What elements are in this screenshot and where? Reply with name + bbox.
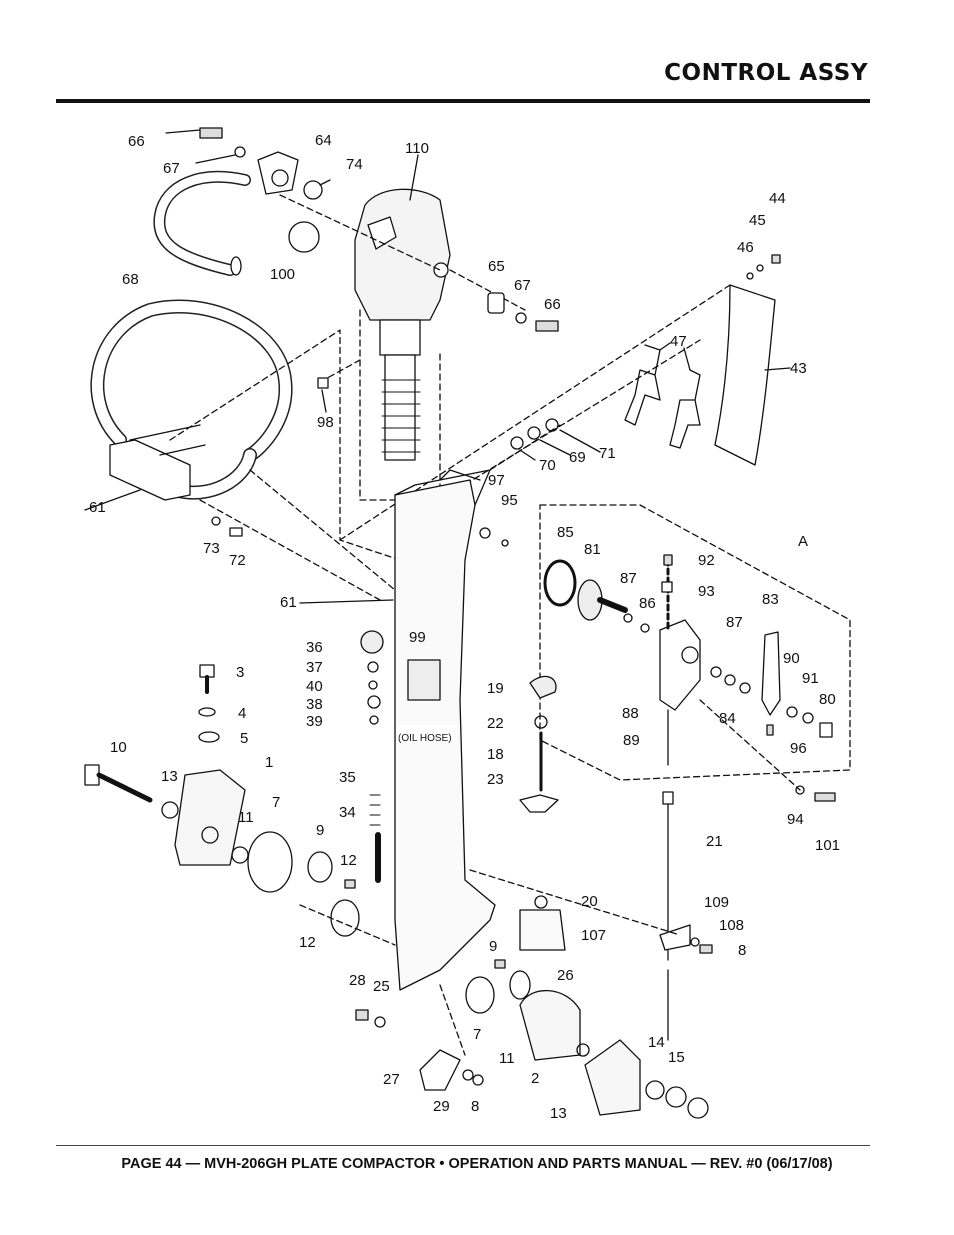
callout-73: 73 <box>203 540 220 557</box>
callout-107: 109 <box>704 894 729 911</box>
callout-7b: 11 <box>499 1050 515 1067</box>
callout-28: 25 <box>373 978 390 995</box>
callout-4: 4 <box>238 705 246 722</box>
oil-hose-note: (OIL HOSE) <box>398 733 452 744</box>
callout-13a: 13 <box>161 768 178 785</box>
callout-37: 37 <box>306 659 323 676</box>
callout-34: 34 <box>339 804 356 821</box>
callout-96: 94 <box>787 811 804 828</box>
callout-2: 13 <box>550 1105 567 1122</box>
header-rule <box>56 99 870 103</box>
callout-74: 74 <box>346 156 363 173</box>
callout-89: 96 <box>790 740 807 757</box>
callout-47: 47 <box>670 333 687 350</box>
callout-95: 95 <box>501 492 518 509</box>
callout-64: 64 <box>315 132 332 149</box>
callout-8b: 7 <box>473 1026 481 1043</box>
callout-43: 43 <box>790 360 807 377</box>
callout-12a: 12 <box>340 852 357 869</box>
callout-14: 15 <box>668 1049 685 1066</box>
callout-68: 68 <box>122 271 139 288</box>
callout-94: 101 <box>815 837 840 854</box>
callout-65: 65 <box>488 258 505 275</box>
callout-group-a: A <box>798 533 808 550</box>
callout-19: 19 <box>487 680 504 697</box>
callout-11a: 11 <box>238 809 254 826</box>
callout-87c: 90 <box>783 650 800 667</box>
callout-93: 93 <box>698 583 715 600</box>
callout-29: 8 <box>471 1098 479 1115</box>
callout-22: 22 <box>487 715 504 732</box>
group-a-outline <box>539 504 851 781</box>
callout-109: 108 <box>719 917 744 934</box>
callout-84: 89 <box>623 732 640 749</box>
callout-100: 100 <box>270 266 295 283</box>
callout-81: 81 <box>584 541 601 558</box>
callout-26: 28 <box>349 972 366 989</box>
callout-12b: 9 <box>489 938 497 955</box>
callout-5: 5 <box>240 730 248 747</box>
callout-35: 35 <box>339 769 356 786</box>
callout-87b: 87 <box>726 614 743 631</box>
callout-98: 98 <box>317 414 334 431</box>
callout-25: 27 <box>383 1071 400 1088</box>
callout-39: 39 <box>306 713 323 730</box>
callout-46: 46 <box>737 239 754 256</box>
page-footer: PAGE 44 — MVH-206GH PLATE COMPACTOR • OP… <box>121 1156 833 1172</box>
callout-80: 88 <box>622 705 639 722</box>
callout-69: 69 <box>569 449 586 466</box>
callout-36: 36 <box>306 639 323 656</box>
callout-66: 66 <box>128 133 145 150</box>
callout-108: 8 <box>738 942 746 959</box>
callout-40: 40 <box>306 678 323 695</box>
callout-3: 3 <box>236 664 244 681</box>
callout-38: 38 <box>306 696 323 713</box>
callout-10: 10 <box>110 739 127 756</box>
callout-70: 70 <box>539 457 556 474</box>
callout-67b: 67 <box>514 277 531 294</box>
callout-91: 80 <box>819 691 836 708</box>
callout-110: 110 <box>405 140 429 157</box>
control-head <box>354 188 451 321</box>
callout-72: 72 <box>229 552 246 569</box>
footer-rule <box>56 1145 870 1146</box>
callout-21: 20 <box>581 893 598 910</box>
callout-13b: 14 <box>648 1034 665 1051</box>
callout-92: 92 <box>698 552 715 569</box>
callout-45: 45 <box>749 212 766 229</box>
callout-11b: 2 <box>531 1070 539 1087</box>
callout-66b: 66 <box>544 296 561 313</box>
callout-23: 23 <box>487 771 504 788</box>
callout-9a: 9 <box>316 822 324 839</box>
callout-86: 86 <box>639 595 656 612</box>
callout-7a: 7 <box>272 794 280 811</box>
callout-61b: 61 <box>280 594 297 611</box>
callout-101: 21 <box>706 833 723 850</box>
callout-97: 97 <box>488 472 505 489</box>
callout-8a: 12 <box>299 934 316 951</box>
callout-9b: 26 <box>557 967 574 984</box>
callout-44: 44 <box>769 190 786 207</box>
callout-67: 67 <box>163 160 180 177</box>
page-title: CONTROL ASSY <box>664 60 868 86</box>
callout-27: 29 <box>433 1098 450 1115</box>
callout-18: 18 <box>487 746 504 763</box>
callout-20: 107 <box>581 927 606 944</box>
callout-83: 83 <box>762 591 779 608</box>
callout-1: 1 <box>265 754 273 771</box>
callout-61a: 61 <box>89 499 106 516</box>
callout-99: 99 <box>409 629 426 646</box>
callout-85: 85 <box>557 524 574 541</box>
callout-88: 84 <box>719 710 736 727</box>
cover-plate <box>714 284 776 466</box>
callout-87a: 87 <box>620 570 637 587</box>
callout-71: 71 <box>599 445 616 462</box>
callout-90: 91 <box>802 670 819 687</box>
